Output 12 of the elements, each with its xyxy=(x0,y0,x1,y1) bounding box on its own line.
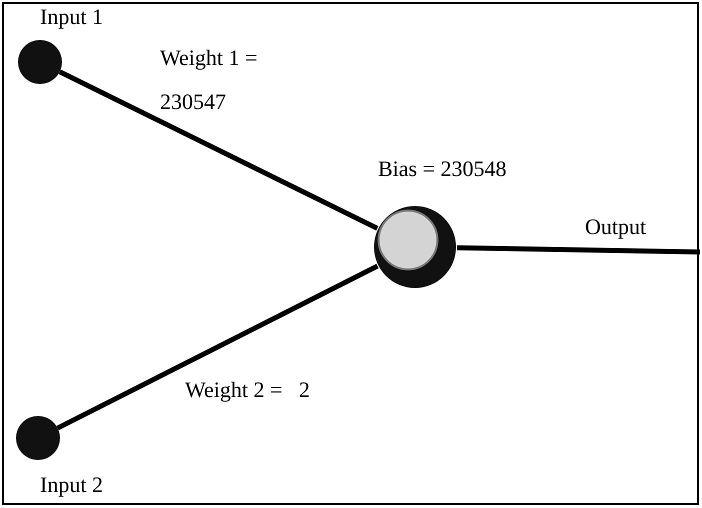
connector-line xyxy=(456,245,700,254)
node-label: Input 2 xyxy=(40,474,103,496)
edge-label: Weight 2 = 2 xyxy=(185,376,311,404)
connector-line xyxy=(58,70,378,231)
input-node xyxy=(18,40,62,84)
neuron-circle xyxy=(373,205,457,289)
edge-label: Weight 1 = 230547 xyxy=(160,44,258,116)
bias-label: Bias = 230548 xyxy=(378,158,507,180)
node-label: Input 1 xyxy=(40,6,103,28)
edge-label: Output xyxy=(585,213,648,241)
connector-line xyxy=(56,264,379,430)
input-node xyxy=(16,416,60,460)
